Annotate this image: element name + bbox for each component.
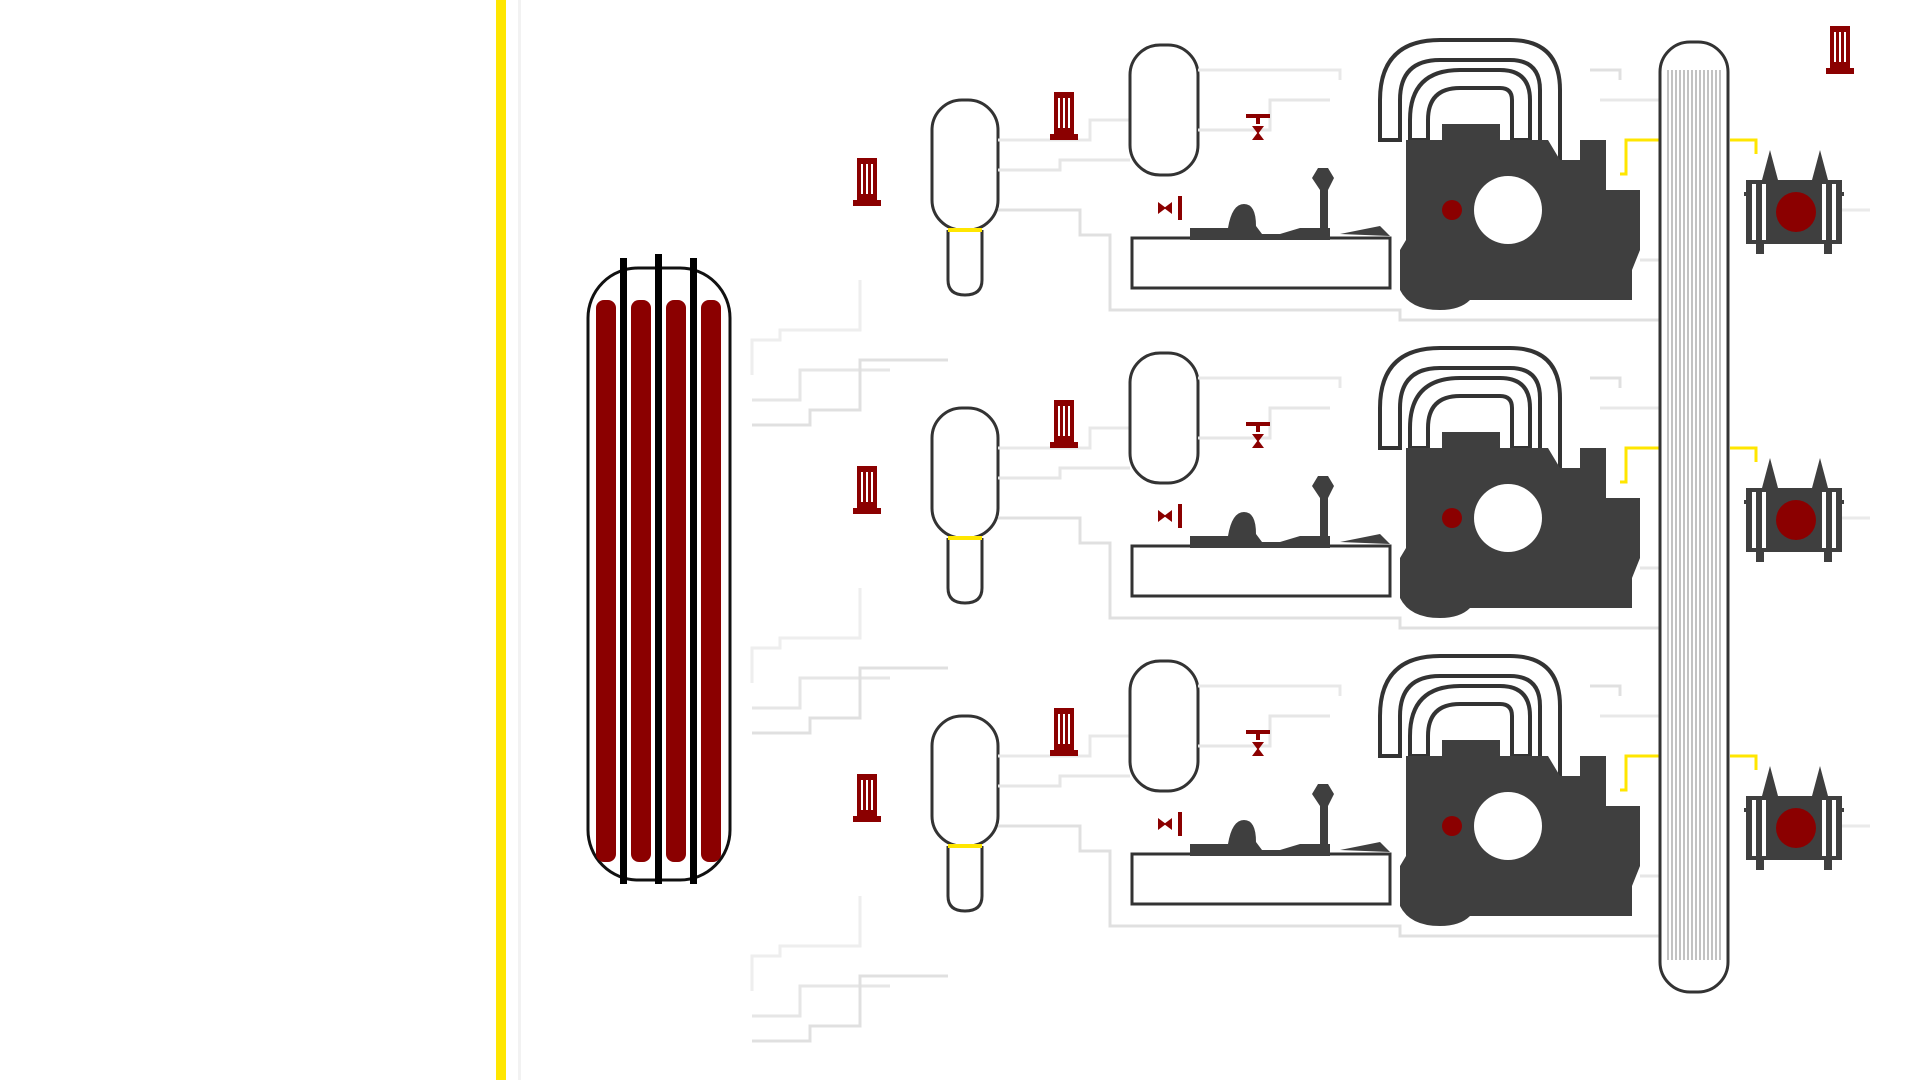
pump-icon[interactable] <box>1826 26 1854 74</box>
fuel-rod <box>701 300 721 862</box>
control-rod <box>690 258 697 884</box>
bus-shadow-line <box>518 0 521 1080</box>
control-rod <box>655 254 662 884</box>
fuel-rod <box>631 300 651 862</box>
main-power-bus <box>496 0 506 1080</box>
fuel-rod <box>596 300 616 862</box>
control-rod <box>620 258 627 884</box>
fuel-rod <box>666 300 686 862</box>
reactor-vessel[interactable] <box>588 254 730 884</box>
condenser-column[interactable] <box>1660 42 1728 992</box>
